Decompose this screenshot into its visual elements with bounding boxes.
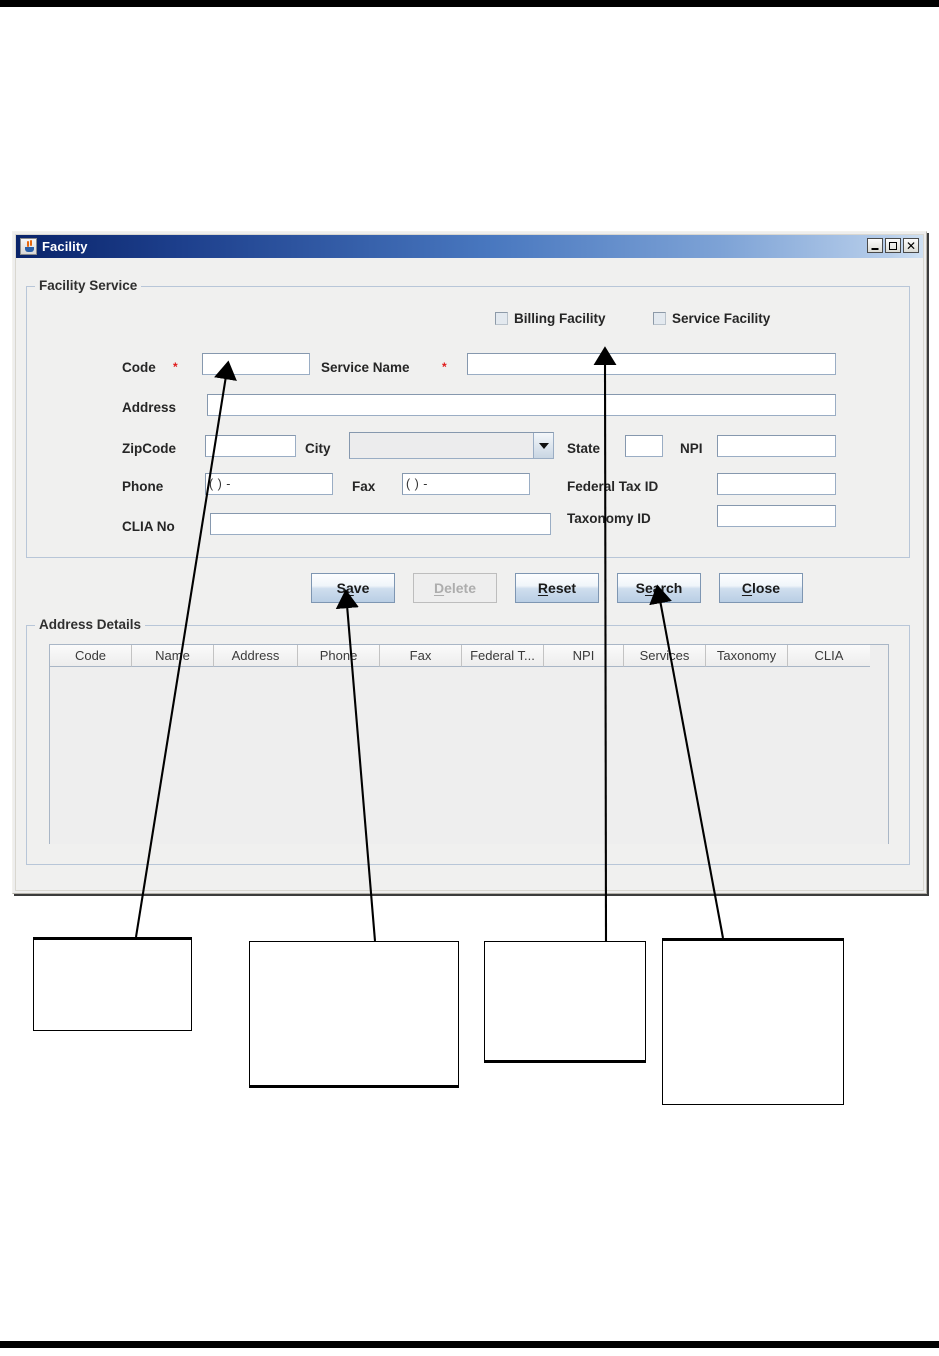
close-button[interactable]: Close: [719, 573, 803, 603]
billing-facility-label: Billing Facility: [514, 311, 606, 326]
search-button[interactable]: Search: [617, 573, 701, 603]
npi-label: NPI: [680, 441, 703, 456]
close-icon: ✕: [905, 238, 917, 253]
service-facility-checkbox[interactable]: Service Facility: [653, 311, 770, 326]
minimize-button[interactable]: [867, 238, 883, 253]
window-client-area: Facility ✕ Facility Service Billing Faci…: [15, 234, 924, 891]
action-button-row: Save Delete Reset Search Close: [311, 573, 803, 603]
service-name-input[interactable]: [467, 353, 836, 375]
code-input[interactable]: [202, 353, 310, 375]
facility-window: Facility ✕ Facility Service Billing Faci…: [12, 231, 927, 894]
table-header-cell[interactable]: Taxonomy: [706, 645, 788, 667]
address-details-group-title: Address Details: [35, 617, 146, 632]
table-header-cell[interactable]: Fax: [380, 645, 462, 667]
zipcode-input[interactable]: [205, 435, 296, 457]
button-label: Delete: [433, 580, 477, 596]
clia-no-input[interactable]: [210, 513, 551, 535]
code-label: Code: [122, 360, 156, 375]
service-name-label: Service Name: [321, 360, 410, 375]
delete-button: Delete: [413, 573, 497, 603]
callout-box-4: [662, 938, 844, 1105]
address-label: Address: [122, 400, 177, 415]
clia-no-label: CLIA No: [122, 519, 175, 534]
reset-button[interactable]: Reset: [515, 573, 599, 603]
city-label: City: [305, 441, 331, 456]
table-header-cell[interactable]: NPI: [544, 645, 624, 667]
checkbox-box-icon: [653, 312, 666, 325]
facility-service-group-title: Facility Service: [35, 278, 142, 293]
table-body[interactable]: [50, 667, 888, 844]
page-bottom-rule: [0, 1341, 939, 1348]
taxonomy-id-label: Taxonomy ID: [567, 511, 651, 526]
java-coffee-cup-icon: [20, 238, 37, 255]
callout-box-2: [249, 941, 459, 1088]
fax-input[interactable]: ( ) -: [402, 473, 530, 495]
fax-label: Fax: [352, 479, 376, 494]
state-label: State: [567, 441, 601, 456]
phone-input[interactable]: ( ) -: [205, 473, 333, 495]
button-label: Save: [336, 580, 370, 596]
table-header-cell[interactable]: Services: [624, 645, 706, 667]
service-facility-label: Service Facility: [672, 311, 771, 326]
zipcode-label: ZipCode: [122, 441, 176, 456]
page-top-rule: [0, 0, 939, 7]
close-button[interactable]: ✕: [903, 238, 919, 253]
maximize-icon: [889, 241, 897, 250]
taxonomy-id-input[interactable]: [717, 505, 836, 527]
table-header-cell[interactable]: Address: [214, 645, 298, 667]
table-header-cell[interactable]: Code: [50, 645, 132, 667]
city-combobox-value: [350, 433, 533, 458]
button-label: Search: [635, 580, 683, 596]
city-combobox[interactable]: [349, 432, 554, 459]
table-header-cell[interactable]: CLIA: [788, 645, 870, 667]
federal-tax-id-label: Federal Tax ID: [567, 479, 659, 494]
facility-service-group: Facility Service Billing Facility Servic…: [26, 278, 910, 558]
table-header-cell[interactable]: Phone: [298, 645, 380, 667]
service-name-required-mark: *: [442, 360, 447, 374]
billing-facility-checkbox[interactable]: Billing Facility: [495, 311, 606, 326]
table-header-cell[interactable]: Name: [132, 645, 214, 667]
button-label: Close: [741, 580, 781, 596]
phone-label: Phone: [122, 479, 164, 494]
window-controls: ✕: [867, 238, 919, 253]
callout-box-3: [484, 941, 646, 1063]
table-header-cell[interactable]: Federal T...: [462, 645, 544, 667]
window-title: Facility: [42, 239, 88, 254]
code-required-mark: *: [173, 360, 178, 374]
button-label: Reset: [537, 580, 577, 596]
state-input[interactable]: [625, 435, 663, 457]
checkbox-box-icon: [495, 312, 508, 325]
npi-input[interactable]: [717, 435, 836, 457]
minimize-icon: [871, 247, 879, 250]
address-input[interactable]: [207, 394, 836, 416]
chevron-down-icon[interactable]: [533, 433, 553, 458]
maximize-button[interactable]: [885, 238, 901, 253]
window-titlebar[interactable]: Facility ✕: [16, 235, 923, 258]
federal-tax-id-input[interactable]: [717, 473, 836, 495]
callout-box-1: [33, 937, 192, 1031]
save-button[interactable]: Save: [311, 573, 395, 603]
